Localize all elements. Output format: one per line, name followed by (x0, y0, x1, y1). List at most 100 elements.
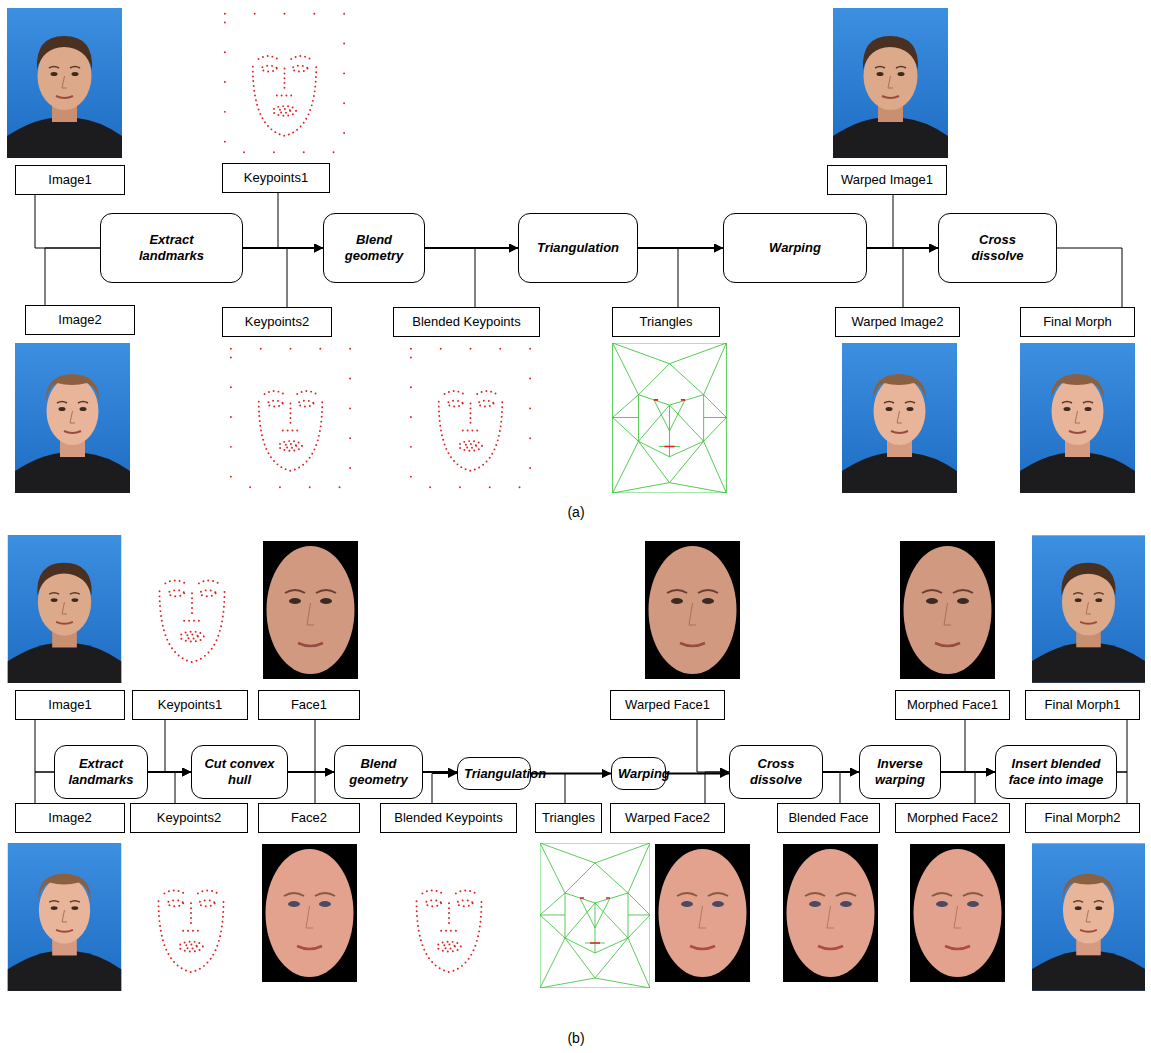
figure-label: (b) (567, 1030, 584, 1047)
data-label-box: Keypoints1 (222, 163, 330, 193)
photo (1032, 535, 1145, 682)
photo (8, 843, 121, 991)
data-label-box: Face2 (258, 803, 360, 833)
figure-label: (a) (567, 504, 584, 521)
process-box: Triangulation (518, 213, 638, 283)
node-text: Face1 (291, 697, 327, 713)
connector (35, 195, 100, 248)
node-text: Triangulation (537, 240, 619, 256)
keypoint-plot (411, 349, 530, 487)
data-label-box: Keypoints2 (222, 307, 332, 337)
process-box: Warping (723, 213, 867, 283)
connector (705, 772, 729, 803)
node-text: Keypoints2 (157, 810, 221, 826)
connector (165, 720, 191, 772)
node-text: Inverse warping (866, 756, 934, 787)
photo (7, 8, 122, 158)
connector (1057, 248, 1122, 307)
node-text: Morphed Face1 (907, 697, 998, 713)
data-label-box: Blended Keypoints (380, 803, 517, 833)
process-box: Warping (611, 757, 666, 790)
connector (287, 248, 323, 307)
node-text: Warped Image2 (851, 314, 943, 330)
node-text: Final Morph (1043, 314, 1112, 330)
face-crop (263, 541, 358, 679)
node-text: Keypoints1 (158, 697, 222, 713)
node-text: Cross dissolve (736, 756, 816, 787)
data-label-box: Face1 (258, 690, 360, 720)
node-text: Insert blended face into image (1002, 756, 1110, 787)
face-crop (655, 844, 750, 982)
data-label-box: Triangles (535, 803, 602, 833)
node-text: Triangles (640, 314, 693, 330)
face-crop (910, 844, 1005, 982)
connector (35, 772, 54, 803)
connector (315, 720, 334, 772)
process-box: Cross dissolve (938, 213, 1057, 283)
data-label-box: Blended Face (777, 803, 880, 833)
process-box: Cut convex hull (191, 745, 288, 799)
connector (697, 720, 729, 772)
process-box: Extract landmarks (54, 745, 148, 799)
node-text: Keypoints2 (245, 314, 309, 330)
data-label-box: Keypoints2 (130, 803, 248, 833)
connector (975, 772, 995, 803)
process-box: Cross dissolve (729, 745, 823, 799)
keypoint-plot (231, 349, 350, 487)
data-label-box: Warped Face1 (610, 690, 725, 720)
data-label-box: Final Morph1 (1025, 690, 1140, 720)
process-box: Blend geometry (334, 745, 423, 799)
data-label-box: Image2 (25, 305, 135, 335)
data-label-box: Final Morph2 (1025, 803, 1140, 833)
data-label-box: Image1 (15, 690, 125, 720)
node-text: Extract landmarks (132, 232, 212, 263)
keypoint-plot (225, 14, 344, 152)
node-text: Morphed Face2 (907, 810, 998, 826)
photo (833, 8, 948, 158)
connector (175, 772, 191, 803)
face-crop (900, 541, 995, 679)
node-text: Final Morph1 (1045, 697, 1121, 713)
process-box: Inverse warping (859, 745, 941, 799)
keypoint-plot (160, 580, 225, 662)
node-text: Image2 (48, 810, 91, 826)
data-label-box: Warped Image1 (827, 165, 947, 195)
node-text: Blended Keypoints (412, 314, 520, 330)
node-text: Cut convex hull (198, 756, 281, 787)
node-text: Cross dissolve (960, 232, 1035, 263)
node-text: Warping (618, 766, 659, 782)
node-text: Warped Face1 (625, 697, 710, 713)
face-crop (262, 844, 357, 982)
data-label-box: Warped Image2 (835, 307, 960, 337)
connector (423, 771, 457, 773)
photo (1020, 343, 1135, 493)
photo (15, 343, 130, 493)
photo (842, 343, 957, 493)
connector (45, 248, 100, 305)
node-text: Triangles (542, 810, 595, 826)
connector (840, 772, 859, 803)
triangle-mesh (613, 343, 727, 493)
connector (903, 248, 938, 307)
process-box: Insert blended face into image (995, 745, 1117, 799)
data-label-box: Final Morph (1020, 307, 1135, 337)
node-text: Warped Image1 (841, 172, 933, 188)
data-label-box: Image2 (15, 803, 125, 833)
face-crop (645, 541, 740, 679)
connector (666, 773, 729, 775)
node-text: Warped Face2 (625, 810, 710, 826)
connector (315, 772, 334, 803)
keypoint-plot (159, 890, 224, 972)
node-text: Image1 (48, 172, 91, 188)
face-crop (783, 844, 878, 982)
node-text: Blended Keypoints (394, 810, 502, 826)
process-box: Extract landmarks (100, 213, 243, 283)
node-text: Warping (769, 240, 821, 256)
node-text: Extract landmarks (61, 756, 141, 787)
photo (8, 535, 121, 683)
node-text: Blend geometry (341, 756, 416, 787)
triangle-mesh (540, 843, 650, 988)
data-label-box: Blended Keypoints (393, 307, 540, 337)
